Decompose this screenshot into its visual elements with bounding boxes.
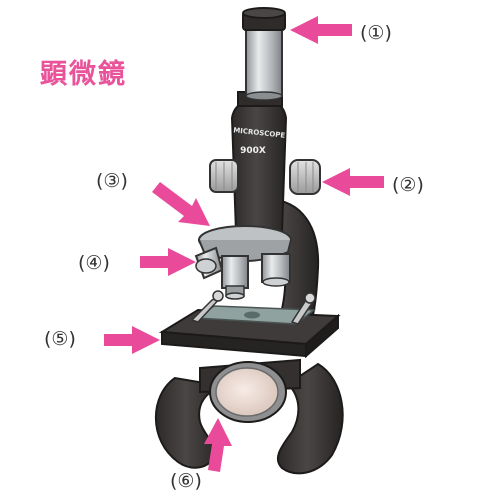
arrow-right-icon (140, 248, 196, 276)
objective-lens-right (261, 253, 291, 287)
callout-label-3: (③) (96, 170, 128, 192)
callout-label-1: (①) (360, 22, 392, 44)
objective-lens-left (194, 246, 224, 280)
callout-label-4: (④) (78, 252, 110, 274)
page-title: 顕微鏡 (40, 59, 127, 90)
focus-knob-left (209, 159, 239, 193)
arrow-up-icon (204, 418, 232, 472)
body-tube (230, 91, 288, 233)
arrow-down-right-icon (152, 182, 210, 226)
arrow-left-icon (322, 168, 384, 196)
callout-label-2: (②) (392, 174, 424, 196)
focus-knob-right (289, 159, 321, 195)
callout-label-5: (⑤) (44, 328, 76, 350)
arrow-left-icon (290, 16, 352, 44)
arrow-right-icon (104, 326, 160, 354)
callout-label-6: (⑥) (170, 470, 202, 492)
eyepiece (242, 7, 286, 101)
stage-platform (158, 290, 341, 359)
magnification-text: 900X (240, 146, 266, 156)
mirror (209, 361, 287, 423)
objective-lens-center (221, 255, 249, 300)
